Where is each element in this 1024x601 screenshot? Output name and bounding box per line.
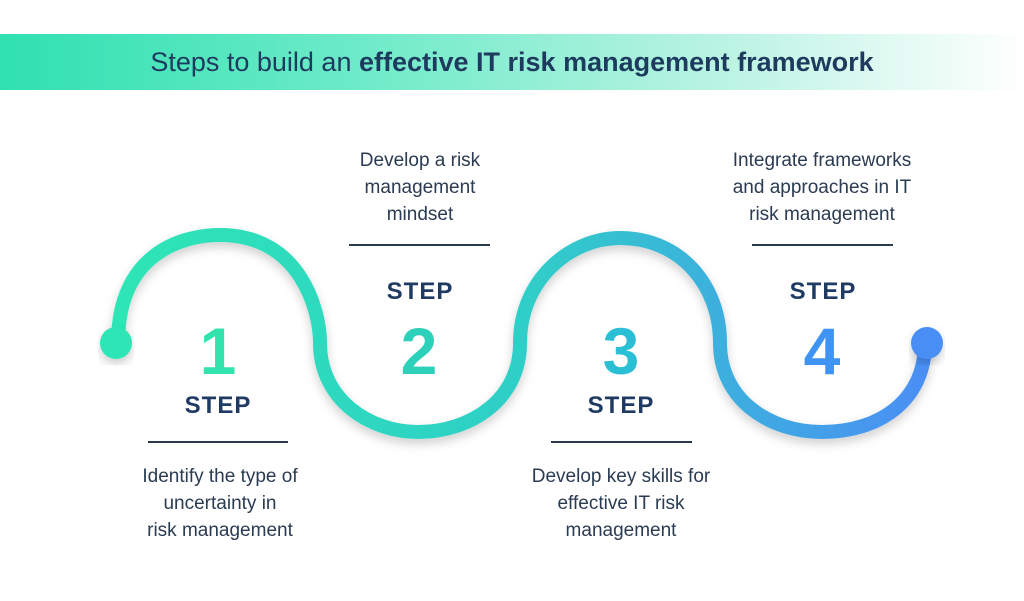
step-1-description-line: Identify the type of [142,466,298,487]
step-4-divider [752,244,893,246]
step-1-description-line: uncertainty in [163,493,277,514]
step-4-label: STEP [789,278,857,305]
page-title: Steps to build an effective IT risk mana… [0,34,1024,90]
step-2-description: Develop a risk management mindset [310,147,530,228]
step-3-description-line: management [565,520,677,541]
step-2-description-line: management [364,177,476,198]
step-4-number: 4 [803,314,841,388]
step-1-divider [148,441,288,443]
step-2-divider [349,244,490,246]
step-3-divider [551,441,692,443]
title-band [0,34,1024,90]
end-dot [911,327,943,359]
step-3-description-line: Develop key skills for [531,466,711,487]
step-1-description: Identify the type of uncertainty in risk… [110,463,330,544]
step-1-label: STEP [184,392,252,419]
step-2-description-line: Develop a risk [359,150,481,171]
title-prefix: Steps to build an [150,47,359,77]
step-1-description-line: risk management [147,520,293,541]
step-4-description-line: Integrate frameworks [732,150,912,171]
start-dot [100,327,132,359]
step-2-number: 2 [400,314,438,388]
step-3-description: Develop key skills for effective IT risk… [506,463,736,544]
wave-path [111,227,932,440]
step-3-description-line: effective IT risk [557,493,685,514]
step-2-description-line: mindset [386,204,454,225]
step-4-description: Integrate frameworks and approaches in I… [705,147,939,228]
step-4-description-line: and approaches in IT [732,177,912,198]
step-4-description-line: risk management [749,204,895,225]
step-3-label: STEP [587,392,655,419]
step-3-number: 3 [602,314,640,388]
step-2-label: STEP [386,278,454,305]
title-emphasis: effective IT risk management framework [358,47,874,77]
step-1-number: 1 [199,314,237,388]
